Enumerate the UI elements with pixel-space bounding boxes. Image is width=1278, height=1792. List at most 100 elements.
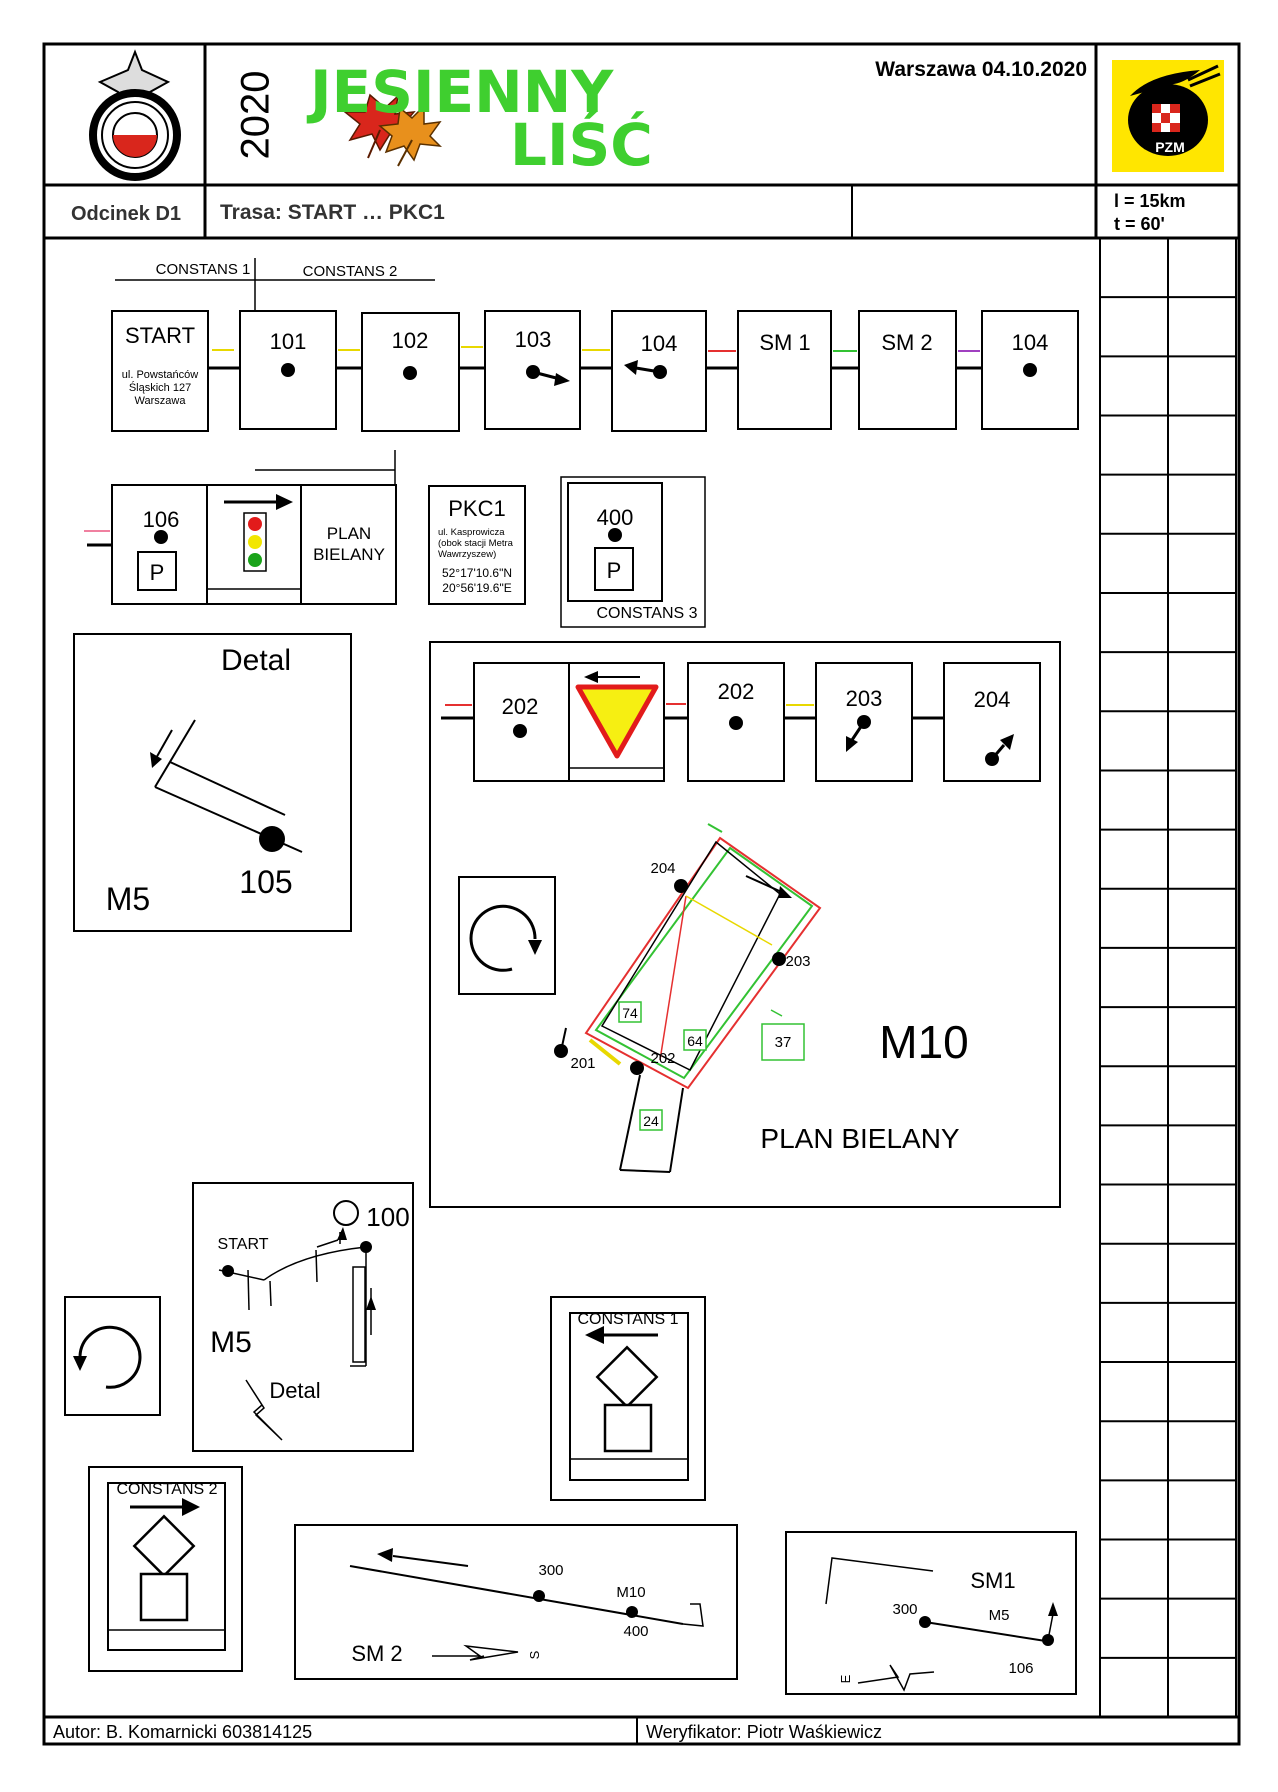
distance-64: 64 [687,1033,703,1049]
clockwise-arrow-icon [469,904,537,972]
sm1-point-300: 300 [892,1601,917,1618]
constans-1-box: CONSTANS 1 [550,1296,706,1501]
sm2-panel: 300 M10 400 SM 2 S [294,1524,738,1680]
point-dot [1042,1634,1054,1646]
route-label: Trasa: START … PKC1 [220,201,445,224]
sm1-point-106: 106 [1008,1660,1033,1677]
sm2-label: SM 2 [351,1641,402,1666]
point-dot [919,1616,931,1628]
title-line-2: LIŚĆ [510,110,653,179]
arrow-left-icon [585,1326,604,1344]
distance-24: 24 [643,1113,659,1129]
start-title: START [125,323,195,348]
row-2: 106 P PLAN BIELANY PKC1 ul. Kasprowicza … [84,450,706,628]
yield-sign-icon [575,684,659,759]
arrow-icon [150,752,162,768]
arrow-up-icon [1048,1602,1058,1616]
time-label: t = 60' [1114,214,1165,234]
square-sign-icon [139,1572,189,1622]
sm2-compass: S [527,1650,542,1659]
plan-box-203-label: 203 [846,686,883,711]
box-104-label: 104 [641,331,678,356]
arrow-right-icon [276,494,293,510]
distance-74: 74 [622,1005,638,1021]
diamond-sign-icon [595,1345,659,1409]
point-dot [729,716,743,730]
counterclockwise-rotation-box [64,1296,161,1416]
box-101: 101 [239,310,337,430]
arrow-left-icon [584,671,598,683]
row-1: CONSTANS 1 CONSTANS 2 START ul. Powstańc… [111,258,1079,432]
arrow-up-right-icon [1000,734,1014,750]
detal-100-map: M5 [210,1326,252,1359]
point-circle [333,1200,359,1226]
box-106-label: 106 [143,507,180,532]
plan-box-204-label: 204 [974,687,1011,712]
detal-100-start: START [218,1236,269,1253]
place-date: Warszawa 04.10.2020 [875,58,1087,81]
compass-needle-icon [432,1644,519,1661]
point-dot [626,1606,638,1618]
author-label: Autor: B. Komarnicki 603814125 [53,1722,312,1742]
point-dot [674,879,688,893]
plan-point-203: 203 [785,953,810,970]
plan-box-202-label: 202 [502,694,539,719]
pkc1-address-3: Wawrzyszew) [438,549,496,560]
point-dot [222,1265,234,1277]
arrow-left-icon [624,360,638,375]
constans-2-box-label: CONSTANS 2 [116,1481,217,1498]
plan-map-label: M10 [879,1016,968,1068]
traffic-light-icon [243,512,267,572]
start-address-2: Śląskich 127 [129,381,191,394]
automobilklub-logo [89,49,181,181]
pzm-logo-text: PZM [1155,139,1185,155]
detal-title: Detal [221,644,291,677]
box-104b-label: 104 [1012,330,1049,355]
pkc1-title: PKC1 [448,496,505,521]
title-line-1: JESIENNY [306,58,614,126]
point-dot [281,363,295,377]
pkc1-latitude: 52°17'10.6"N [442,566,512,580]
detal-100-point: 100 [366,1202,409,1232]
start-box [111,310,209,432]
sm1-label: SM1 [970,1568,1015,1593]
detal-map-label: M5 [106,881,150,917]
compass-needle-icon [245,1379,283,1441]
pkc1-box [428,485,526,605]
point-dot [1023,363,1037,377]
plan-point-202: 202 [650,1050,675,1067]
distance-37: 37 [775,1034,792,1051]
counterclockwise-arrow-icon [78,1325,142,1389]
compass-needle-icon [857,1664,935,1692]
point-dot [513,724,527,738]
box-400-label: 400 [597,505,634,530]
plan-bielany-line-2: BIELANY [313,545,385,564]
stage-label: Odcinek D1 [71,203,181,225]
plan-bielany-line-1: PLAN [327,524,371,543]
sm1-map: M5 [989,1607,1010,1624]
point-dot [608,528,622,542]
box-sm2-label: SM 2 [881,330,932,355]
plan-box-202b-label: 202 [718,679,755,704]
year-label: 2020 [234,71,278,160]
length-label: l = 15km [1114,191,1186,211]
box-104b: 104 [981,310,1079,430]
plan-map: 204 203 201 202 74 64 37 24 [554,823,822,1173]
plan-name-label: PLAN BIELANY [760,1123,960,1154]
sm1-compass: E [838,1674,853,1683]
plan-point-201: 201 [570,1055,595,1072]
box-sm1-label: SM 1 [759,330,810,355]
footer: Autor: B. Komarnicki 603814125 Weryfikat… [44,1715,1239,1744]
box-101-label: 101 [270,329,307,354]
sheet-frame [42,42,1241,1746]
box-102: 102 [361,312,460,432]
detal-105: Detal M5 105 [73,633,352,932]
arrow-left-icon [377,1548,393,1562]
parking-400-label: P [607,558,622,583]
point-dot [259,826,285,852]
sm2-point-300: 300 [538,1562,563,1579]
point-dot [403,366,417,380]
pkc1-address-2: (obok stacji Metra [438,538,514,549]
diamond-sign-icon [132,1514,196,1578]
pzm-logo: PZM [1112,60,1224,172]
